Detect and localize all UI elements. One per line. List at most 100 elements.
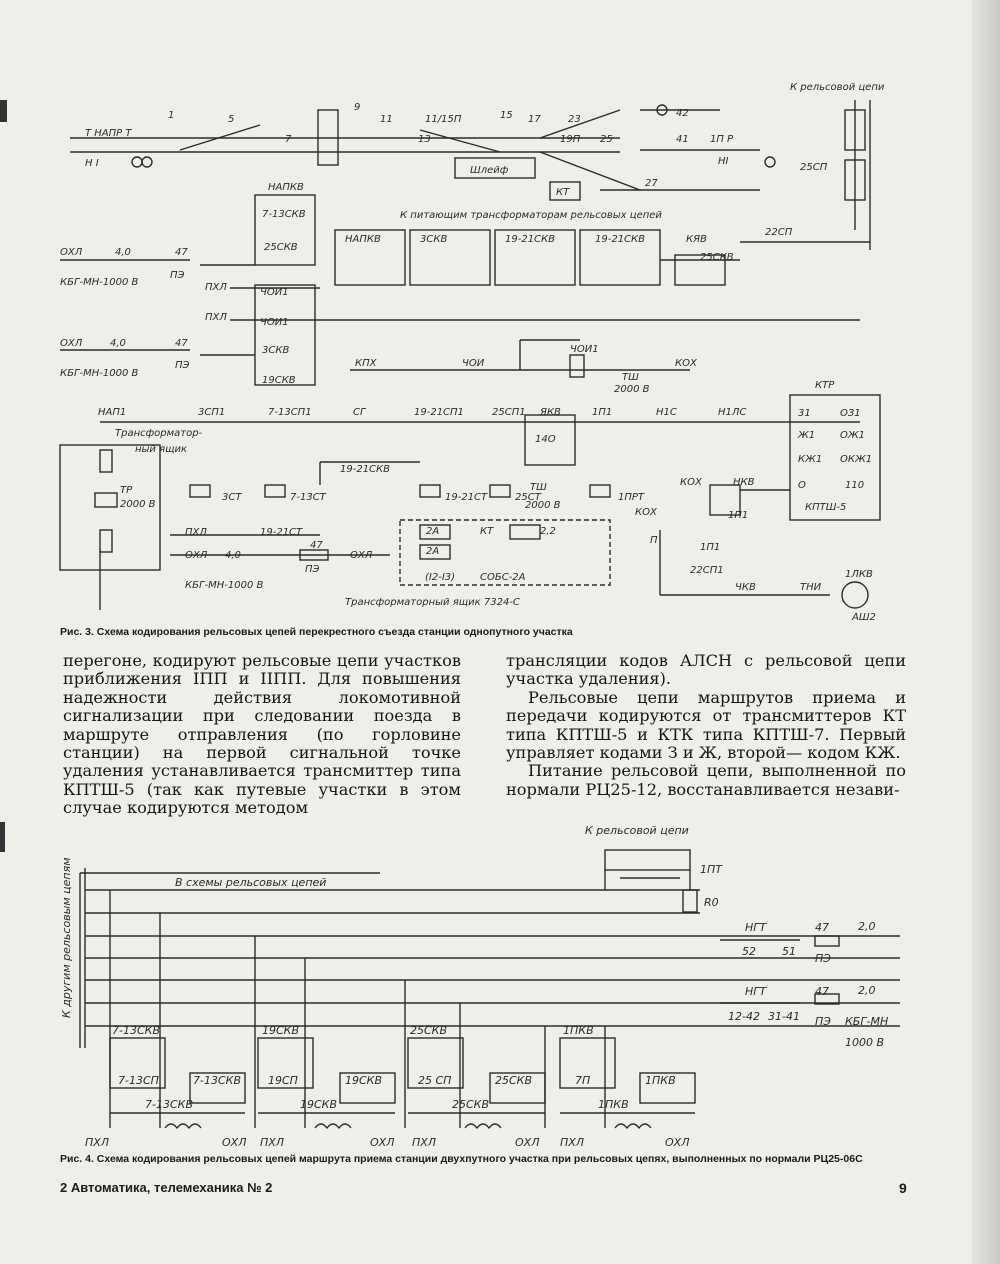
svg-text:2000 В: 2000 В: [525, 500, 561, 511]
svg-text:12-42: 12-42: [728, 1010, 760, 1023]
body-text-left-column: перегоне, кодируют рельсовые цепи участк…: [63, 651, 461, 818]
svg-text:КТР: КТР: [815, 380, 835, 391]
svg-text:КБГ-МН: КБГ-МН: [845, 1015, 888, 1028]
svg-text:19СП: 19СП: [268, 1074, 298, 1087]
svg-text:Трансформаторный ящик 7324-С: Трансформаторный ящик 7324-С: [345, 597, 520, 608]
svg-text:О: О: [798, 480, 806, 491]
svg-text:1000 В: 1000 В: [845, 1036, 884, 1049]
svg-text:КОХ: КОХ: [675, 358, 698, 369]
svg-text:ный ящик: ный ящик: [135, 444, 187, 455]
svg-text:11/15П: 11/15П: [425, 114, 462, 125]
svg-text:51: 51: [782, 945, 796, 958]
svg-text:ОКЖ1: ОКЖ1: [840, 454, 872, 465]
svg-text:25СП1: 25СП1: [492, 407, 526, 418]
svg-text:ОХЛ: ОХЛ: [222, 1136, 246, 1148]
svg-text:11: 11: [380, 114, 393, 125]
svg-text:25СКВ: 25СКВ: [452, 1098, 489, 1111]
svg-text:Ж1: Ж1: [797, 430, 815, 441]
svg-text:АШ2: АШ2: [851, 612, 876, 620]
paragraph: перегоне, кодируют рельсовые цепи участк…: [63, 651, 461, 818]
svg-text:КБГ-МН-1000 В: КБГ-МН-1000 В: [60, 277, 139, 288]
body-text-right-column: трансляции кодов АЛСН с рельсовой цепи у…: [506, 651, 906, 799]
binding-edge: [972, 0, 1000, 1264]
svg-text:ТНИ: ТНИ: [800, 582, 822, 593]
svg-text:25СТ: 25СТ: [515, 492, 542, 503]
svg-text:КОХ: КОХ: [680, 477, 703, 488]
svg-text:1П1: 1П1: [592, 407, 612, 418]
figure-3-caption: Рис. 3. Схема кодирования рельсовых цепе…: [60, 626, 573, 638]
svg-text:25СКВ: 25СКВ: [700, 252, 734, 263]
svg-text:СОБС-2А: СОБС-2А: [480, 572, 526, 583]
svg-text:ОХЛ: ОХЛ: [60, 247, 83, 258]
paragraph: Питание рельсовой цепи, выполненной по н…: [506, 761, 906, 799]
figure-3-circuit-diagram: Т НАПР Т Н I 1 5 7 9 11 11/15П 13 15 17 …: [59, 82, 885, 620]
svg-text:13: 13: [418, 134, 431, 145]
footer-journal: 2 Автоматика, телемеханика № 2: [60, 1180, 273, 1195]
svg-text:НАП1: НАП1: [98, 407, 126, 418]
svg-text:КПТШ-5: КПТШ-5: [805, 502, 846, 513]
svg-text:ОХЛ: ОХЛ: [185, 550, 208, 561]
svg-text:25 СП: 25 СП: [418, 1074, 451, 1087]
svg-text:Н1ЛС: Н1ЛС: [718, 407, 746, 418]
paragraph: трансляции кодов АЛСН с рельсовой цепи у…: [506, 651, 906, 689]
svg-text:19СКВ: 19СКВ: [262, 1024, 299, 1037]
svg-text:1ПКВ: 1ПКВ: [563, 1024, 594, 1037]
svg-text:(I2-I3): (I2-I3): [425, 572, 455, 583]
svg-text:ОХЛ: ОХЛ: [60, 338, 83, 349]
svg-text:19СКВ: 19СКВ: [262, 375, 296, 386]
svg-text:22СП1: 22СП1: [690, 565, 724, 576]
svg-text:25СКВ: 25СКВ: [410, 1024, 447, 1037]
svg-text:1П1: 1П1: [728, 510, 748, 521]
svg-text:25СП: 25СП: [800, 162, 828, 173]
svg-text:ЧОИ1: ЧОИ1: [260, 317, 289, 328]
svg-text:ПЭ: ПЭ: [170, 270, 185, 281]
svg-text:2,0: 2,0: [858, 984, 876, 997]
svg-text:19-21СТ: 19-21СТ: [260, 527, 303, 538]
bus-label: В схемы рельсовых цепей: [175, 876, 326, 889]
svg-text:1П Р: 1П Р: [710, 134, 734, 145]
svg-text:Н I: Н I: [85, 158, 99, 169]
svg-text:КПХ: КПХ: [355, 358, 378, 369]
svg-text:7-13СКВ: 7-13СКВ: [112, 1024, 160, 1037]
figure-4-circuit-diagram: В схемы рельсовых цепей К рельсовой цепи…: [60, 824, 900, 1148]
svg-text:1: 1: [168, 110, 174, 121]
svg-text:42: 42: [676, 108, 689, 119]
svg-text:ОХЛ: ОХЛ: [370, 1136, 394, 1148]
svg-text:7-13СКВ: 7-13СКВ: [262, 209, 306, 220]
svg-text:НI: НI: [718, 156, 729, 167]
svg-text:R0: R0: [704, 896, 719, 909]
svg-text:К рельсовой цепи: К рельсовой цепи: [790, 82, 885, 93]
svg-text:Трансформатор-: Трансформатор-: [115, 428, 203, 439]
svg-text:НАПКВ: НАПКВ: [268, 182, 304, 193]
svg-text:19-21СКВ: 19-21СКВ: [595, 234, 645, 245]
svg-text:5: 5: [228, 114, 234, 125]
svg-text:КОХ: КОХ: [635, 507, 658, 518]
svg-text:47: 47: [310, 540, 323, 551]
svg-text:ПЭ: ПЭ: [305, 564, 320, 575]
svg-text:К рельсовой цепи: К рельсовой цепи: [585, 824, 689, 837]
svg-text:31-41: 31-41: [768, 1010, 800, 1023]
svg-text:9: 9: [354, 102, 360, 113]
svg-text:ПЭ: ПЭ: [815, 1015, 831, 1028]
svg-text:К питающим трансформаторам рел: К питающим трансформаторам рельсовых цеп…: [400, 210, 662, 221]
svg-text:25СКВ: 25СКВ: [495, 1074, 532, 1087]
svg-text:ПХЛ: ПХЛ: [412, 1136, 436, 1148]
svg-text:2А: 2А: [426, 546, 439, 557]
side-label: К другим рельсовым цепям: [60, 858, 73, 1019]
svg-text:110: 110: [845, 480, 864, 491]
svg-text:ЧОИ1: ЧОИ1: [260, 287, 289, 298]
svg-text:1ПРТ: 1ПРТ: [618, 492, 645, 503]
svg-text:27: 27: [645, 178, 658, 189]
svg-text:ПХЛ: ПХЛ: [85, 1136, 109, 1148]
svg-text:1П1: 1П1: [700, 542, 720, 553]
page-edge-mark: [0, 100, 7, 122]
svg-text:2000 В: 2000 В: [614, 384, 650, 395]
svg-text:1ПКВ: 1ПКВ: [598, 1098, 629, 1111]
svg-text:52: 52: [742, 945, 756, 958]
svg-text:47: 47: [175, 247, 188, 258]
svg-text:ТШ: ТШ: [530, 482, 547, 493]
svg-text:ПЭ: ПЭ: [815, 952, 831, 965]
svg-text:ЧОИ1: ЧОИ1: [570, 344, 599, 355]
svg-text:НГТ: НГТ: [745, 921, 767, 934]
